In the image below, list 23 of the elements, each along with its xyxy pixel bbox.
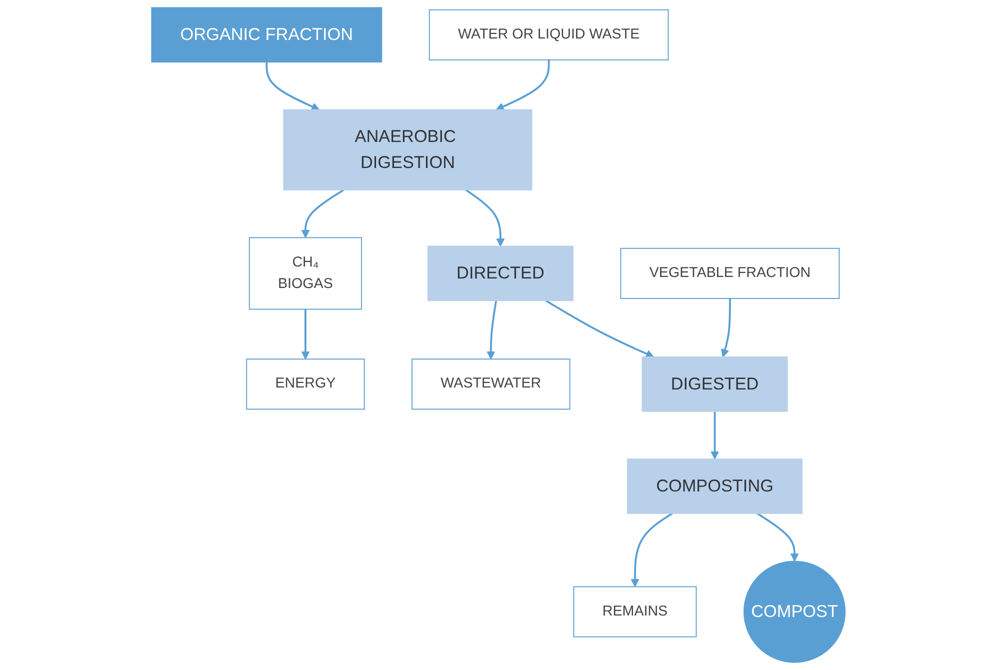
node-box: VEGETABLE FRACTION [620, 248, 840, 299]
node-box: DIRECTED [427, 246, 574, 302]
arrow [486, 300, 497, 360]
node-box: REMAINS [572, 586, 696, 638]
arrow [300, 309, 310, 360]
node-box: DIGESTED [641, 356, 788, 412]
arrow [464, 189, 504, 247]
arrow [720, 298, 731, 358]
arrow [495, 60, 550, 110]
arrow [300, 189, 344, 238]
arrow [265, 62, 320, 110]
node-box: WASTEWATER [411, 358, 570, 410]
arrow [630, 512, 672, 588]
node-box: CH₄ BIOGAS [248, 237, 362, 310]
node-box: COMPOSTING [626, 458, 802, 514]
node-box: WATER OR LIQUID WASTE [428, 9, 668, 60]
node-box: ANAEROBIC DIGESTION [282, 109, 532, 190]
arrow [710, 411, 719, 460]
arrow [756, 512, 798, 562]
arrow [544, 300, 654, 358]
node-box: ENERGY [246, 358, 364, 410]
node-circle: COMPOST [743, 560, 846, 663]
node-box: ORGANIC FRACTION [150, 7, 382, 63]
